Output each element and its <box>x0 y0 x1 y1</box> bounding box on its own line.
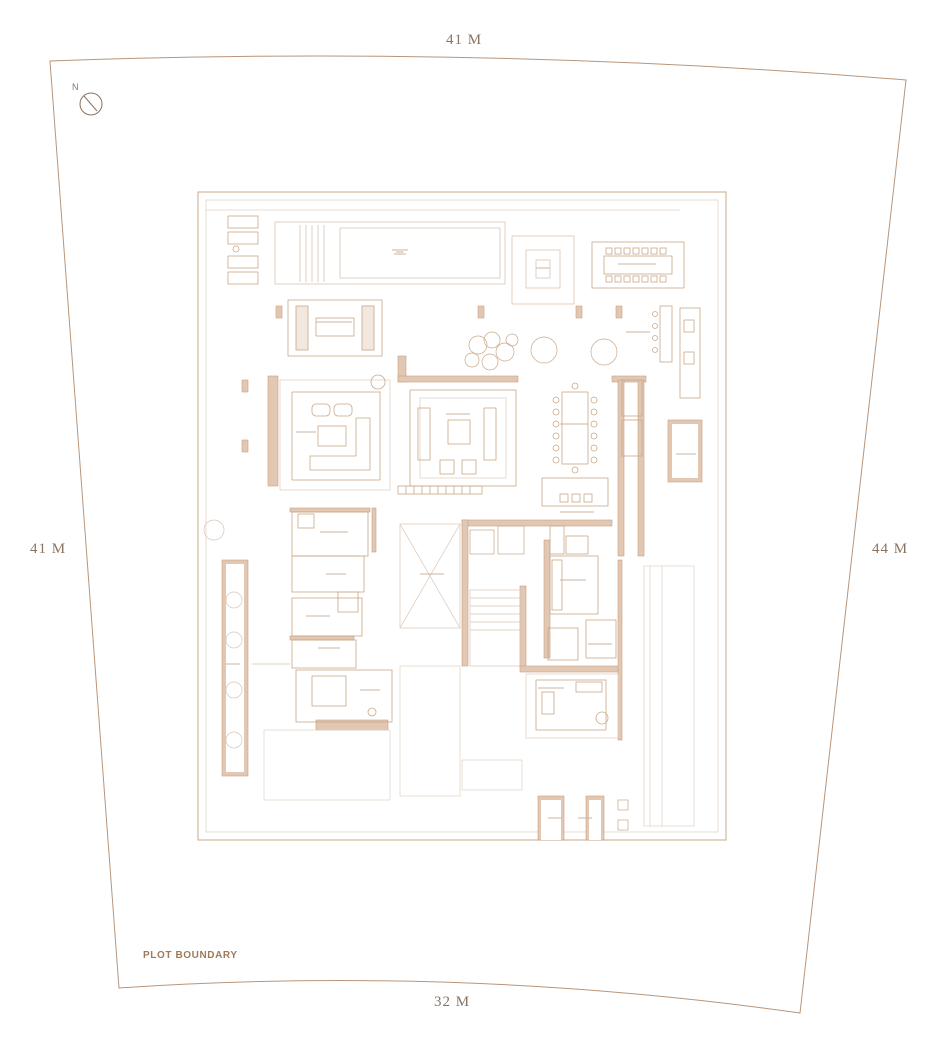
pool <box>274 221 506 285</box>
plot-boundary-line <box>49 55 907 1014</box>
sun-loungers <box>227 215 259 285</box>
north-arrow-icon <box>79 92 103 116</box>
dimension-bottom: 32 M <box>434 994 471 1010</box>
powder-rooms <box>621 379 643 457</box>
wall-inner <box>226 424 698 840</box>
pool-label: POOL <box>396 250 404 254</box>
side-garden <box>203 519 290 749</box>
guest-wing <box>291 511 393 723</box>
north-label: N <box>72 82 79 92</box>
service-kitchen <box>547 525 617 661</box>
feature-strip <box>397 485 483 495</box>
kitchen-island <box>541 477 609 507</box>
planters <box>464 331 618 371</box>
outdoor-bar <box>652 305 701 399</box>
jacuzzi <box>511 235 575 305</box>
building-outline <box>197 191 727 841</box>
outdoor-lounge <box>287 299 383 357</box>
dimension-top: 41 M <box>446 32 483 48</box>
office-lounge <box>525 673 619 739</box>
dining <box>552 382 598 474</box>
dimension-left: 41 M <box>30 541 67 557</box>
outdoor-dining <box>591 241 685 289</box>
driveway <box>263 565 695 831</box>
plot-boundary-label: PLOT BOUNDARY <box>143 950 238 961</box>
room-label-marks <box>226 249 696 819</box>
formal-living <box>409 389 517 487</box>
family-living <box>279 374 391 491</box>
dimension-right: 44 M <box>872 541 909 557</box>
entrance-stairs <box>399 523 525 667</box>
